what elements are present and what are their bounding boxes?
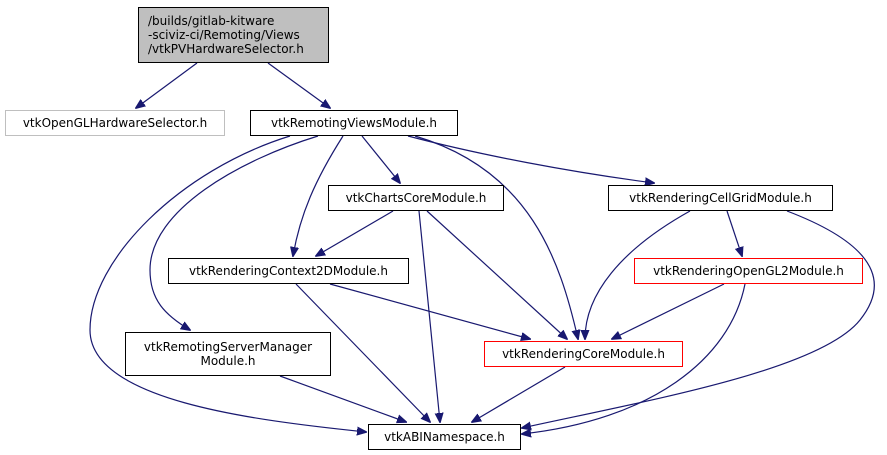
node-label: vtkRenderingCoreModule.h	[502, 347, 665, 361]
node-vtkRenderingOpenGL2Module[interactable]: vtkRenderingOpenGL2Module.h	[634, 258, 863, 284]
edge-rendering_opengl2_module-to-abi_namespace	[522, 283, 746, 434]
edge-remoting_views_module-to-abi_namespace	[89, 135, 366, 432]
node-label: vtkRemotingServerManager Module.h	[143, 340, 313, 368]
node-label: vtkChartsCoreModule.h	[345, 191, 487, 205]
node-label: vtkRenderingContext2DModule.h	[189, 264, 388, 278]
node-vtkRenderingCellGridModule[interactable]: vtkRenderingCellGridModule.h	[608, 185, 833, 211]
edge-remoting_views_module-to-rendering_cellgrid_module	[407, 135, 654, 183]
edge-charts_core_module-to-rendering_context2d_module	[316, 210, 394, 256]
edge-charts_core_module-to-rendering_core_module	[426, 210, 567, 339]
node-label: vtkRenderingOpenGL2Module.h	[653, 264, 844, 278]
node-vtkABINamespace[interactable]: vtkABINamespace.h	[368, 424, 521, 450]
node-label: vtkRenderingCellGridModule.h	[629, 191, 812, 205]
edge-rendering_cellgrid_module-to-rendering_core_module	[585, 210, 691, 339]
node-root-vtkPVHardwareSelector[interactable]: /builds/gitlab-kitware -sciviz-ci/Remoti…	[138, 7, 329, 63]
edge-root-to-opengl_hw_selector	[136, 62, 198, 108]
node-vtkRemotingServerManagerModule[interactable]: vtkRemotingServerManager Module.h	[125, 332, 331, 376]
node-label: /builds/gitlab-kitware -sciviz-ci/Remoti…	[148, 14, 304, 56]
node-label: vtkABINamespace.h	[384, 430, 505, 444]
edge-remoting_servermanager_module-to-abi_namespace	[279, 375, 406, 422]
edge-remoting_views_module-to-charts_core_module	[361, 135, 400, 183]
node-vtkOpenGLHardwareSelector[interactable]: vtkOpenGLHardwareSelector.h	[5, 110, 225, 136]
node-label: vtkOpenGLHardwareSelector.h	[22, 116, 208, 130]
edge-remoting_views_module-to-rendering_context2d_module	[293, 135, 344, 256]
edge-rendering_context2d_module-to-abi_namespace	[295, 283, 430, 422]
node-label: vtkRemotingViewsModule.h	[270, 116, 437, 130]
edge-rendering_core_module-to-abi_namespace	[472, 366, 566, 422]
node-vtkChartsCoreModule[interactable]: vtkChartsCoreModule.h	[328, 185, 504, 211]
edge-rendering_cellgrid_module-to-abi_namespace	[522, 210, 875, 428]
edge-rendering_context2d_module-to-rendering_core_module	[329, 283, 530, 339]
edge-remoting_views_module-to-remoting_servermanager_module	[149, 135, 319, 330]
edge-rendering_opengl2_module-to-rendering_core_module	[612, 283, 725, 339]
node-vtkRenderingContext2DModule[interactable]: vtkRenderingContext2DModule.h	[168, 258, 409, 284]
edge-rendering_cellgrid_module-to-rendering_opengl2_module	[726, 210, 742, 256]
edge-charts_core_module-to-abi_namespace	[418, 210, 440, 422]
node-vtkRenderingCoreModule[interactable]: vtkRenderingCoreModule.h	[484, 341, 683, 367]
node-vtkRemotingViewsModule[interactable]: vtkRemotingViewsModule.h	[250, 110, 458, 136]
edge-root-to-remoting_views_module	[267, 62, 330, 108]
edge-remoting_views_module-to-rendering_core_module	[414, 135, 578, 339]
